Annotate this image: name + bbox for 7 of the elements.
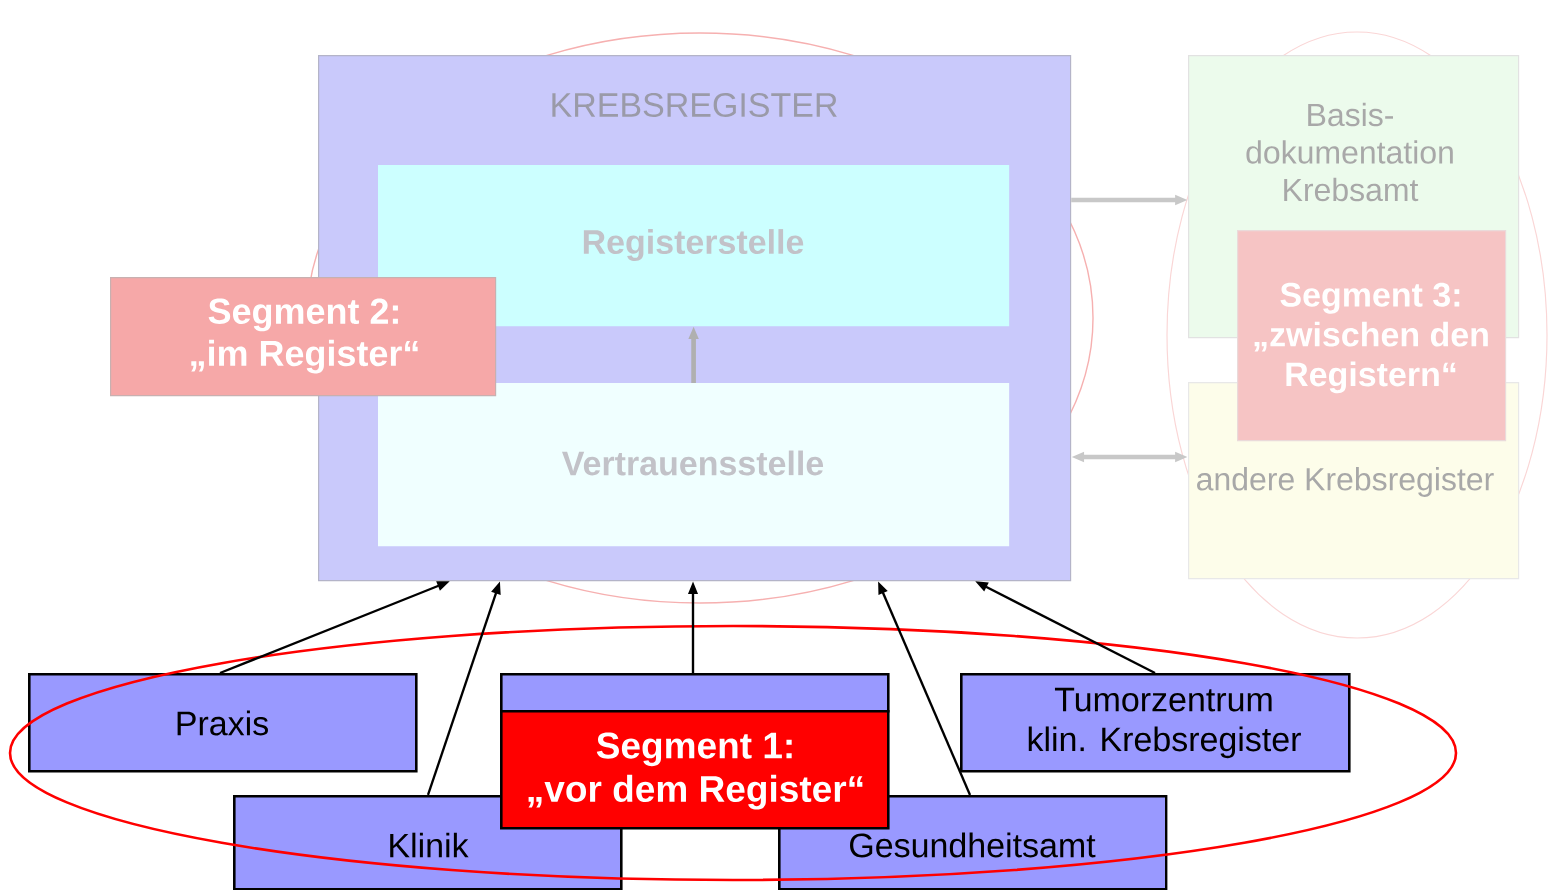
source-box: Praxis bbox=[28, 673, 418, 773]
process-box: Vertrauensstelle bbox=[378, 383, 1010, 547]
source-box bbox=[500, 673, 890, 713]
segment-box: Segment 3: „zwischen den Registern“ bbox=[1237, 230, 1507, 442]
segment-box: Segment 2: „im Register“ bbox=[110, 277, 497, 397]
source-box: Tumorzentrum klin. Krebsregister bbox=[960, 673, 1351, 773]
segment-box: Segment 1: „vor dem Register“ bbox=[500, 710, 890, 830]
